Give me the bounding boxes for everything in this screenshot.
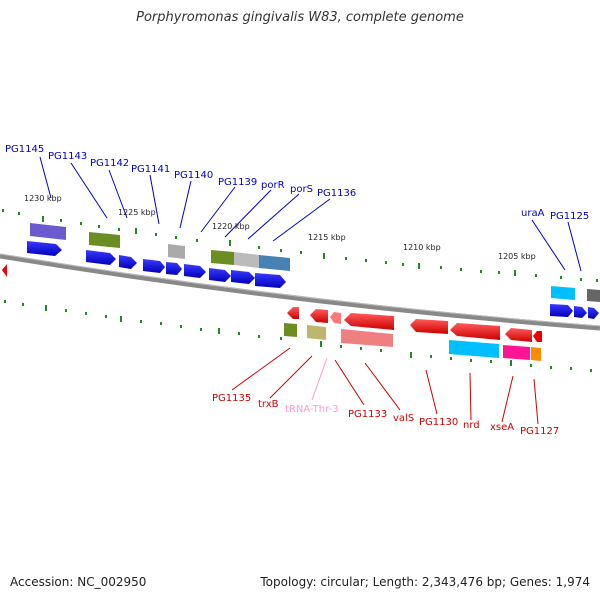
gene-label-tRNA-Thr-3[interactable]: tRNA-Thr-3 [285,404,339,415]
bottom-gene-labels: PG1135 trxB tRNA-Thr-3 PG1133 valS PG113… [212,393,559,437]
gene-arrow-PG1141[interactable] [143,259,165,273]
genome-title: Porphyromonas gingivalis W83, complete g… [136,10,464,25]
gene-label-PG1140[interactable]: PG1140 [174,170,213,181]
top-leader-lines [39,156,582,272]
scale-label-1225: 1225 kbp [118,208,156,217]
gene-label-PG1135[interactable]: PG1135 [212,393,251,404]
gene-arrow-trxB[interactable] [310,309,328,323]
gene-arrow-porS[interactable] [255,273,286,288]
gene-label-xseA[interactable]: xseA [490,422,514,433]
gene-label-porR[interactable]: porR [261,180,285,191]
forward-cog-boxes [30,223,600,302]
gene-label-PG1125[interactable]: PG1125 [550,211,589,222]
scale-label-1210: 1210 kbp [403,243,441,252]
gene-arrow-PG1135[interactable] [287,307,299,319]
topology-text: Topology: circular; Length: 2,343,476 bp… [260,575,590,589]
gene-arrow-tRNA[interactable] [330,312,341,324]
gene-arrow-PG1127[interactable] [533,331,542,342]
accession-text: Accession: NC_002950 [10,575,147,589]
gene-arrow-PG1130[interactable] [450,323,500,340]
reverse-cog-boxes [284,323,541,361]
gene-label-nrd[interactable]: nrd [463,420,480,431]
gene-arrow-PG1125[interactable] [550,304,573,317]
bottom-leader-lines [231,347,539,425]
gene-arrow-left-edge[interactable] [2,264,7,277]
genome-backbone [0,253,600,331]
gene-arrow-PG1140a[interactable] [166,262,182,275]
inner-tick-ring [4,300,592,372]
gene-arrow-nrd[interactable] [505,328,532,342]
gene-label-uraA[interactable]: uraA [521,208,545,219]
reverse-strand-genes [2,264,542,342]
forward-strand-genes [27,241,599,319]
gene-arrow-PG1145[interactable] [27,241,62,256]
outer-tick-ring [2,209,598,282]
gene-label-PG1130[interactable]: PG1130 [419,417,458,428]
gene-label-PG1133[interactable]: PG1133 [348,409,387,420]
gene-label-PG1127[interactable]: PG1127 [520,426,559,437]
gene-arrow-PG1140b[interactable] [184,264,206,278]
gene-label-trxB[interactable]: trxB [258,399,279,410]
gene-label-PG1141[interactable]: PG1141 [131,164,170,175]
gene-label-PG1145[interactable]: PG1145 [5,144,44,155]
gene-label-PG1136[interactable]: PG1136 [317,188,356,199]
gene-label-PG1143[interactable]: PG1143 [48,151,87,162]
gene-arrow-PG1133[interactable] [344,313,394,330]
top-gene-labels: PG1145 PG1143 PG1142 PG1141 PG1140 PG113… [5,144,589,222]
scale-label-1215: 1215 kbp [308,233,346,242]
gene-arrow-valS[interactable] [410,319,448,334]
gene-label-PG1139[interactable]: PG1139 [218,177,257,188]
gene-label-porS[interactable]: porS [290,184,313,195]
gene-arrow-PG1139[interactable] [209,268,231,282]
scale-label-1205: 1205 kbp [498,252,536,261]
gene-arrow-PG1142[interactable] [119,255,137,269]
scale-label-1230: 1230 kbp [24,194,62,203]
gene-label-PG1142[interactable]: PG1142 [90,158,129,169]
gene-arrow-PG1143[interactable] [86,250,116,265]
scale-label-1220: 1220 kbp [212,222,250,231]
gene-label-valS[interactable]: valS [393,413,414,424]
gene-arrow-porR[interactable] [231,270,255,284]
